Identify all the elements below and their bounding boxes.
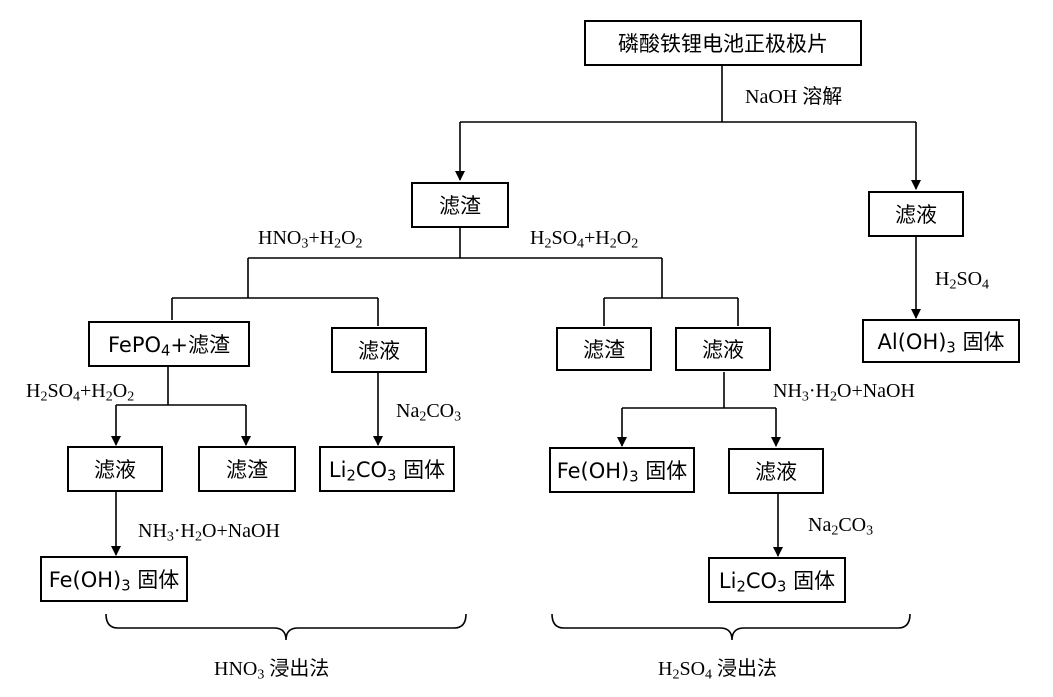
filtrate-ll-node: 滤液 — [67, 446, 163, 492]
aloh3-solid-label: Al(OH)3 固体 — [877, 330, 1005, 357]
fepo4-residue-label: FePO4+滤渣 — [107, 333, 230, 360]
method-h2so4-label: H2SO4 浸出法 — [658, 656, 778, 683]
reagent-h2so4-right: H2SO4 — [935, 268, 990, 293]
brace-hno3 — [105, 613, 467, 641]
reagent-h2so4-h2o2-top: H2SO4+H2O2 — [530, 227, 639, 252]
reagent-na2co3-left: Na2CO3 — [396, 400, 462, 425]
aloh3-solid-node: Al(OH)3 固体 — [862, 319, 1020, 363]
method-hno3-label: HNO3 浸出法 — [214, 656, 330, 683]
reagent-naoh: NaOH 溶解 — [745, 84, 843, 108]
feoh3-bottom-label: Fe(OH)3 固体 — [48, 568, 180, 595]
root-node: 磷酸铁锂电池正极极片 — [584, 20, 862, 66]
filtrate-hno3-node: 滤液 — [331, 327, 427, 373]
reagent-h2so4-h2o2-left: H2SO4+H2O2 — [26, 380, 135, 405]
feoh3-mid-node: Fe(OH)3 固体 — [549, 447, 695, 493]
feoh3-bottom-node: Fe(OH)3 固体 — [40, 556, 188, 602]
fepo4-residue-node: FePO4+滤渣 — [88, 321, 250, 367]
li2co3-hno3-node: Li2CO3 固体 — [319, 446, 455, 492]
li2co3-hno3-label: Li2CO3 固体 — [328, 458, 446, 485]
feoh3-mid-label: Fe(OH)3 固体 — [556, 459, 688, 486]
reagent-na2co3-right: Na2CO3 — [808, 514, 874, 539]
brace-h2so4 — [551, 613, 911, 641]
reagent-nh3-naoh-mid: NH3·H2O+NaOH — [773, 380, 915, 405]
li2co3-h2so4-label: Li2CO3 固体 — [718, 569, 836, 596]
residue-ll-node: 滤渣 — [198, 446, 296, 492]
reagent-nh3-naoh-bottom: NH3·H2O+NaOH — [138, 520, 280, 545]
reagent-hno3-h2o2: HNO3+H2O2 — [258, 227, 363, 252]
filtrate-right-node: 滤液 — [868, 191, 964, 237]
li2co3-h2so4-node: Li2CO3 固体 — [708, 557, 846, 603]
filtrate-h2so4-node: 滤液 — [675, 327, 771, 371]
filtrate-mid-node: 滤液 — [728, 448, 824, 494]
residue-main-node: 滤渣 — [411, 182, 509, 228]
residue-h2so4-node: 滤渣 — [556, 327, 652, 371]
